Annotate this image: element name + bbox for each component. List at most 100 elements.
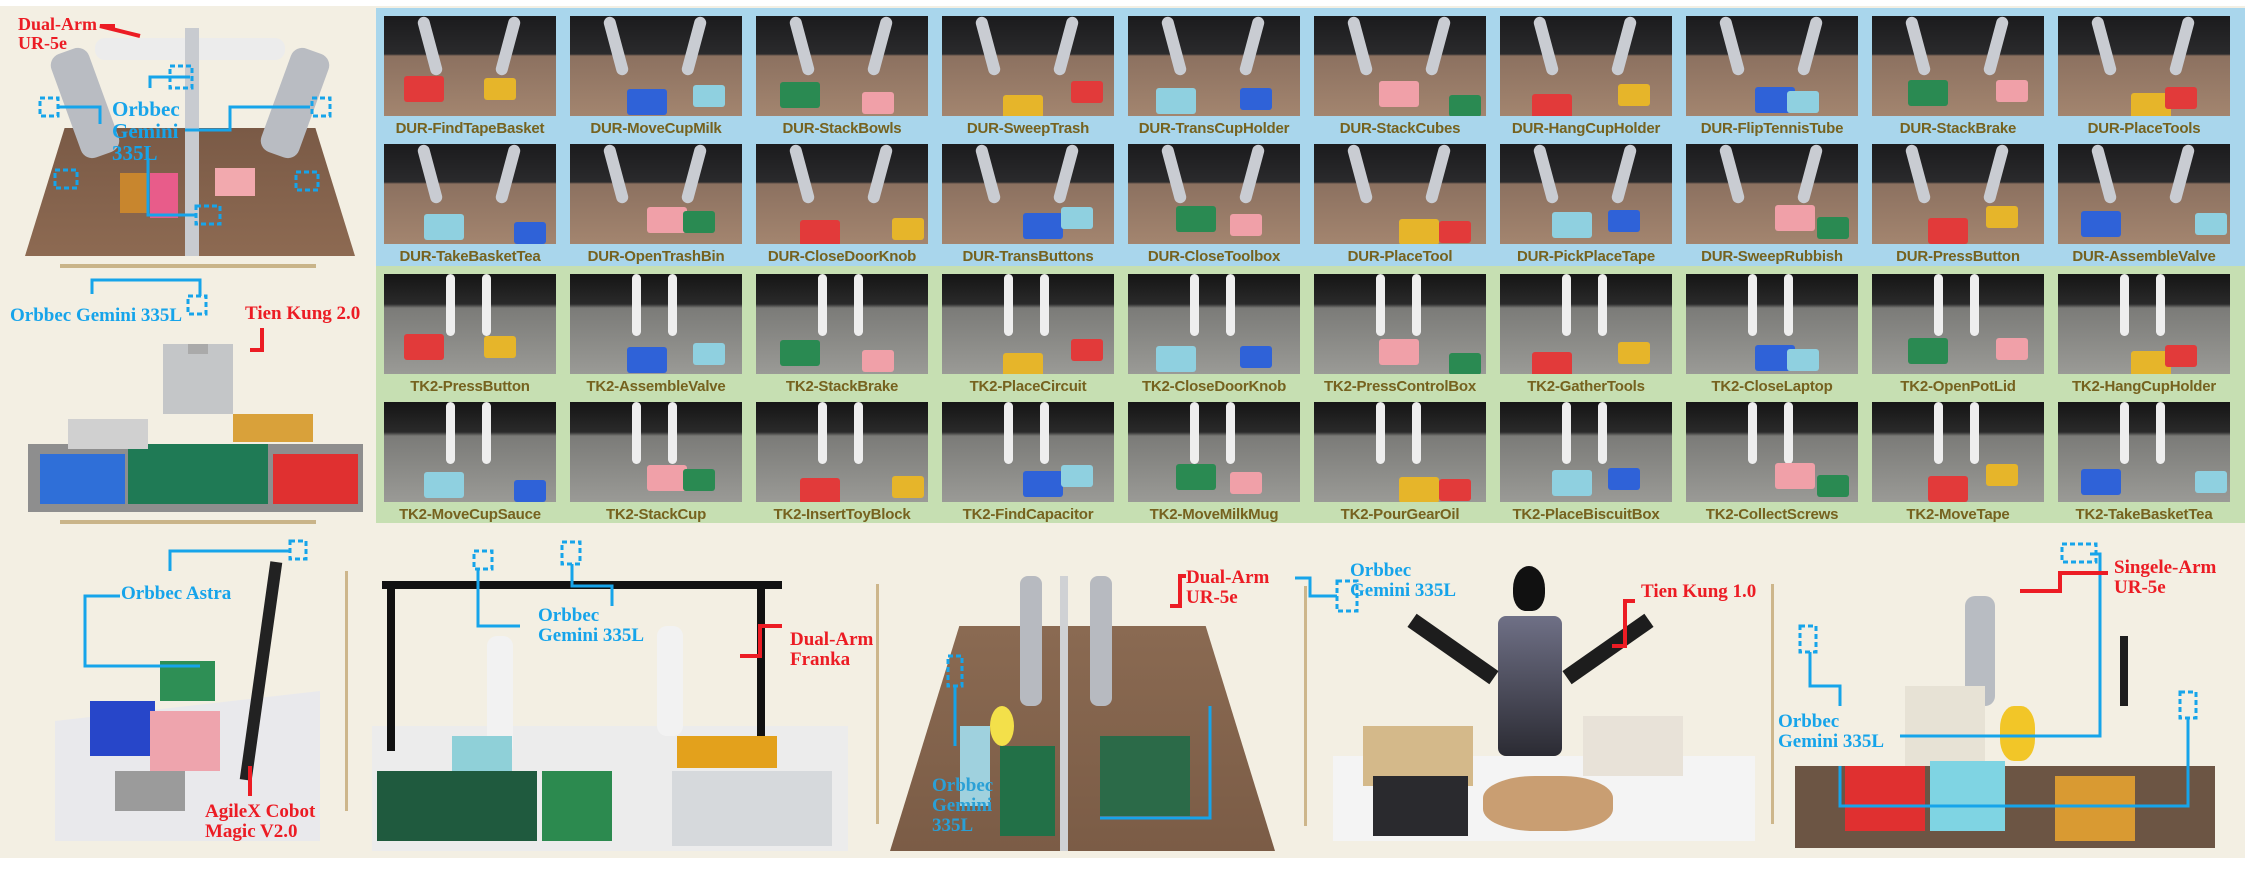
camera-label-line: Orbbec (1350, 560, 1412, 581)
task-label: DUR-PlaceTools (2087, 120, 2201, 137)
robot-label-line: Dual-Arm (790, 629, 874, 650)
ur-bottom-camera-label: Orbbec Gemini 335L (932, 776, 993, 836)
task-thumbnail (570, 274, 742, 374)
task-thumbnail (1128, 16, 1300, 116)
task-thumbnail (1500, 16, 1672, 116)
task-label: TK2-PourGearOil (1340, 506, 1460, 523)
task-label: TK2-MoveTape (1906, 506, 2010, 523)
task-label: DUR-AssembleValve (2072, 248, 2216, 265)
task-thumbnail (1686, 144, 1858, 244)
task-label: DUR-SweepTrash (966, 120, 1090, 137)
task-label: DUR-FindTapeBasket (395, 120, 545, 137)
task-label: TK2-MoveCupSauce (399, 506, 541, 523)
task-thumbnail (2058, 16, 2230, 116)
task-label: TK2-TakeBasketTea (2075, 506, 2213, 523)
task-label: TK2-CollectScrews (1705, 506, 1839, 523)
task-label: TK2-StackCup (605, 506, 707, 523)
task-label: TK2-PressButton (410, 378, 530, 395)
robot-label-line: UR-5e (1186, 586, 1238, 608)
camera-box (288, 539, 308, 561)
task-thumbnail (1314, 274, 1486, 374)
task-label: TK2-StackBrake (785, 378, 899, 395)
tien-kung-1-setup-photo (1333, 566, 1755, 841)
task-thumbnail (384, 16, 556, 116)
ur-bottom-robot-label: Dual-Arm UR-5e (1186, 568, 1269, 608)
single-arm-robot-label: Singele-Arm UR-5e (2114, 558, 2216, 598)
task-label: TK2-HangCupHolder (2071, 378, 2217, 395)
section-divider (1304, 586, 1307, 826)
camera-label-line: Gemini 335L (1350, 579, 1457, 601)
task-thumbnail (1872, 144, 2044, 244)
robot-label-line: Dual-Arm (18, 14, 97, 34)
task-label: TK2-OpenPotLid (1900, 378, 2016, 395)
task-thumbnail (2058, 274, 2230, 374)
task-thumbnail (756, 16, 928, 116)
task-label: DUR-StackBowls (782, 120, 902, 137)
dur-task-panel: DUR-FindTapeBasket DUR-MoveCupMilk DUR-Sta… (376, 8, 2245, 266)
task-thumbnail (1500, 274, 1672, 374)
robot-label-line: Singele-Arm (2114, 557, 2217, 578)
task-label: DUR-FlipTennisTube (1700, 120, 1844, 137)
task-thumbnail (1314, 16, 1486, 116)
camera-box (186, 294, 208, 316)
task-label: TK2-GatherTools (1527, 378, 1645, 395)
robot-label-line: UR-5e (2114, 576, 2166, 598)
task-thumbnail (2058, 144, 2230, 244)
franka-camera-label: Orbbec Gemini 335L (538, 606, 644, 646)
figure-canvas: Dual-Arm UR-5e Orbbec Gemini 335L Orbbec… (0, 6, 2245, 858)
single-arm-ur5e-setup-photo (1795, 566, 2215, 848)
single-arm-camera-label: Orbbec Gemini 335L (1778, 712, 1884, 752)
task-label: TK2-FindCapacitor (962, 506, 1094, 523)
robot-label-line: Magic V2.0 (205, 820, 298, 842)
task-label: TK2-InsertToyBlock (773, 506, 911, 523)
agilex-cobot-setup-photo (55, 561, 320, 841)
section-divider (876, 584, 879, 824)
section-divider (1771, 584, 1774, 824)
task-label: DUR-CloseDoorKnob (767, 248, 917, 265)
dual-arm-ur5e-setup-photo (25, 28, 355, 256)
task-label: DUR-TakeBasketTea (399, 248, 541, 265)
task-thumbnail (1128, 274, 1300, 374)
section-divider (60, 264, 316, 268)
robot-label-line: UR-5e (18, 32, 67, 53)
task-thumbnail (1686, 402, 1858, 502)
section-divider (60, 520, 316, 524)
task-thumbnail (942, 16, 1114, 116)
camera-label-line: 335L (112, 141, 158, 166)
task-label: DUR-SweepRubbish (1701, 248, 1843, 265)
camera-label-line: Orbbec (1778, 711, 1840, 732)
task-label: TK2-PressControlBox (1323, 378, 1477, 395)
section-divider (345, 571, 348, 811)
task-thumbnail (2058, 402, 2230, 502)
task-label: TK2-CloseLaptop (1711, 378, 1833, 395)
task-thumbnail (1872, 402, 2044, 502)
task-label: DUR-MoveCupMilk (590, 120, 722, 137)
task-thumbnail (942, 144, 1114, 244)
camera-label-line: Orbbec (932, 775, 994, 796)
task-thumbnail (384, 402, 556, 502)
task-thumbnail (1314, 402, 1486, 502)
robot-label-line: Dual-Arm (1186, 567, 1270, 588)
task-thumbnail (1686, 274, 1858, 374)
task-thumbnail (1314, 144, 1486, 244)
task-thumbnail (1128, 402, 1300, 502)
dual-arm-franka-setup-photo (372, 556, 848, 851)
franka-robot-label: Dual-Arm Franka (790, 630, 873, 670)
task-label: TK2-CloseDoorKnob (1141, 378, 1287, 395)
task-label: DUR-PlaceTool (1347, 248, 1453, 265)
task-thumbnail (1500, 402, 1672, 502)
task-label: DUR-OpenTrashBin (587, 248, 725, 265)
camera-label-line: Orbbec (112, 97, 180, 121)
dur-top-camera-label: Orbbec Gemini 335L (112, 98, 180, 164)
robot-label-line: AgileX Cobot (205, 801, 316, 822)
task-thumbnail (570, 144, 742, 244)
camera-label-line: Orbbec (538, 605, 600, 626)
task-thumbnail (756, 402, 928, 502)
task-thumbnail (756, 144, 928, 244)
task-thumbnail (1128, 144, 1300, 244)
task-thumbnail (942, 274, 1114, 374)
camera-label-line: Gemini (112, 119, 179, 144)
task-label: DUR-PickPlaceTape (1516, 248, 1656, 265)
task-label: DUR-PressButton (1896, 248, 2020, 265)
